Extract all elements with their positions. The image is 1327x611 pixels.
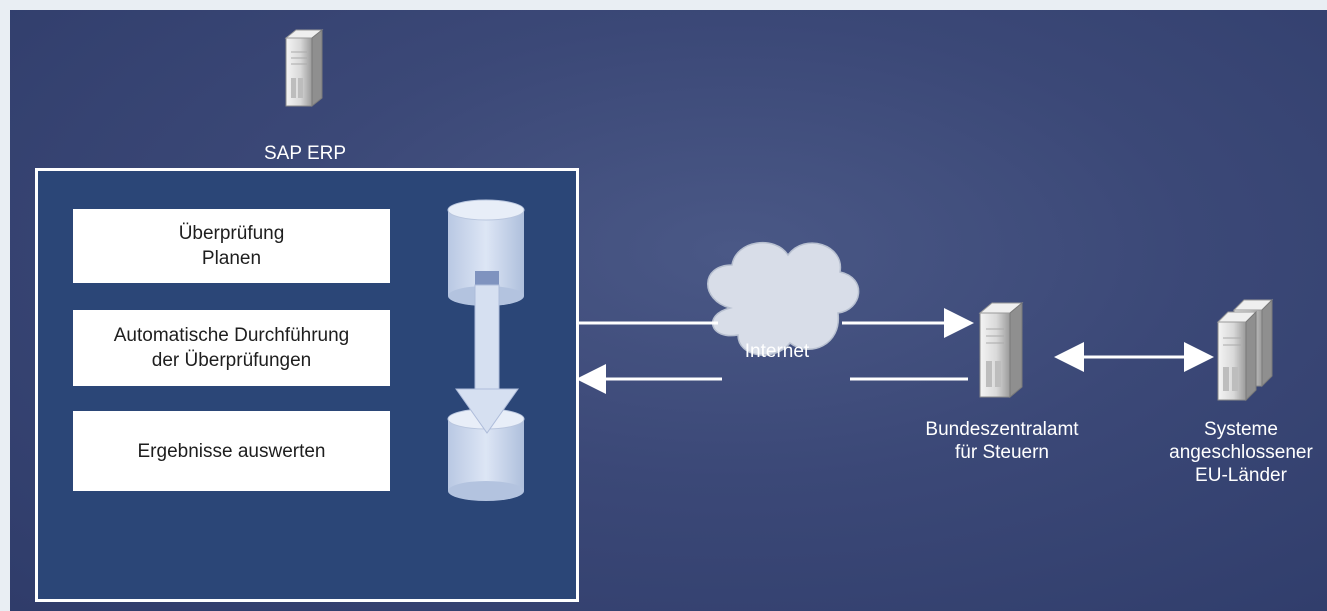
step-plan-review: Überprüfung Planen <box>73 209 390 283</box>
erp-server-icon <box>284 28 324 108</box>
erp-system-box: Überprüfung Planen Automatische Durchfüh… <box>35 168 579 602</box>
step-automatic-execution-line2: der Überprüfungen <box>151 350 312 371</box>
step-plan-review-line1: Überprüfung <box>178 223 285 244</box>
internet-label: Internet <box>744 341 810 362</box>
step-evaluate-results-label: Ergebnisse auswerten <box>137 440 326 462</box>
step-automatic-execution-line1: Automatische Durchführung <box>113 325 350 346</box>
step-automatic-execution: Automatische Durchführung der Überprüfun… <box>73 310 390 386</box>
eu-server-cluster-icon <box>1216 298 1274 402</box>
eu-systems-label-line2: angeschlossener <box>1169 442 1313 463</box>
step-evaluate-results: Ergebnisse auswerten <box>73 411 390 491</box>
diagram-graphics <box>284 28 1274 402</box>
bzst-label: Bundeszentralamt für Steuern <box>902 418 1102 464</box>
internet-cloud-icon <box>707 241 860 356</box>
erp-title: SAP ERP <box>263 143 347 164</box>
eu-systems-label-line1: Systeme <box>1204 419 1278 440</box>
eu-systems-label-line3: EU-Länder <box>1195 465 1287 486</box>
eu-systems-label: Systeme angeschlossener EU-Länder <box>1156 418 1326 487</box>
bzst-label-line2: für Steuern <box>955 442 1049 463</box>
bzst-label-line1: Bundeszentralamt <box>925 419 1079 440</box>
diagram-canvas: SAP ERP Überprüfung Planen Automatische … <box>10 10 1327 611</box>
bzst-server-icon <box>978 301 1024 399</box>
step-plan-review-line2: Planen <box>201 248 262 269</box>
database-flow <box>447 199 525 501</box>
transfer-arrow-icon <box>455 271 519 434</box>
